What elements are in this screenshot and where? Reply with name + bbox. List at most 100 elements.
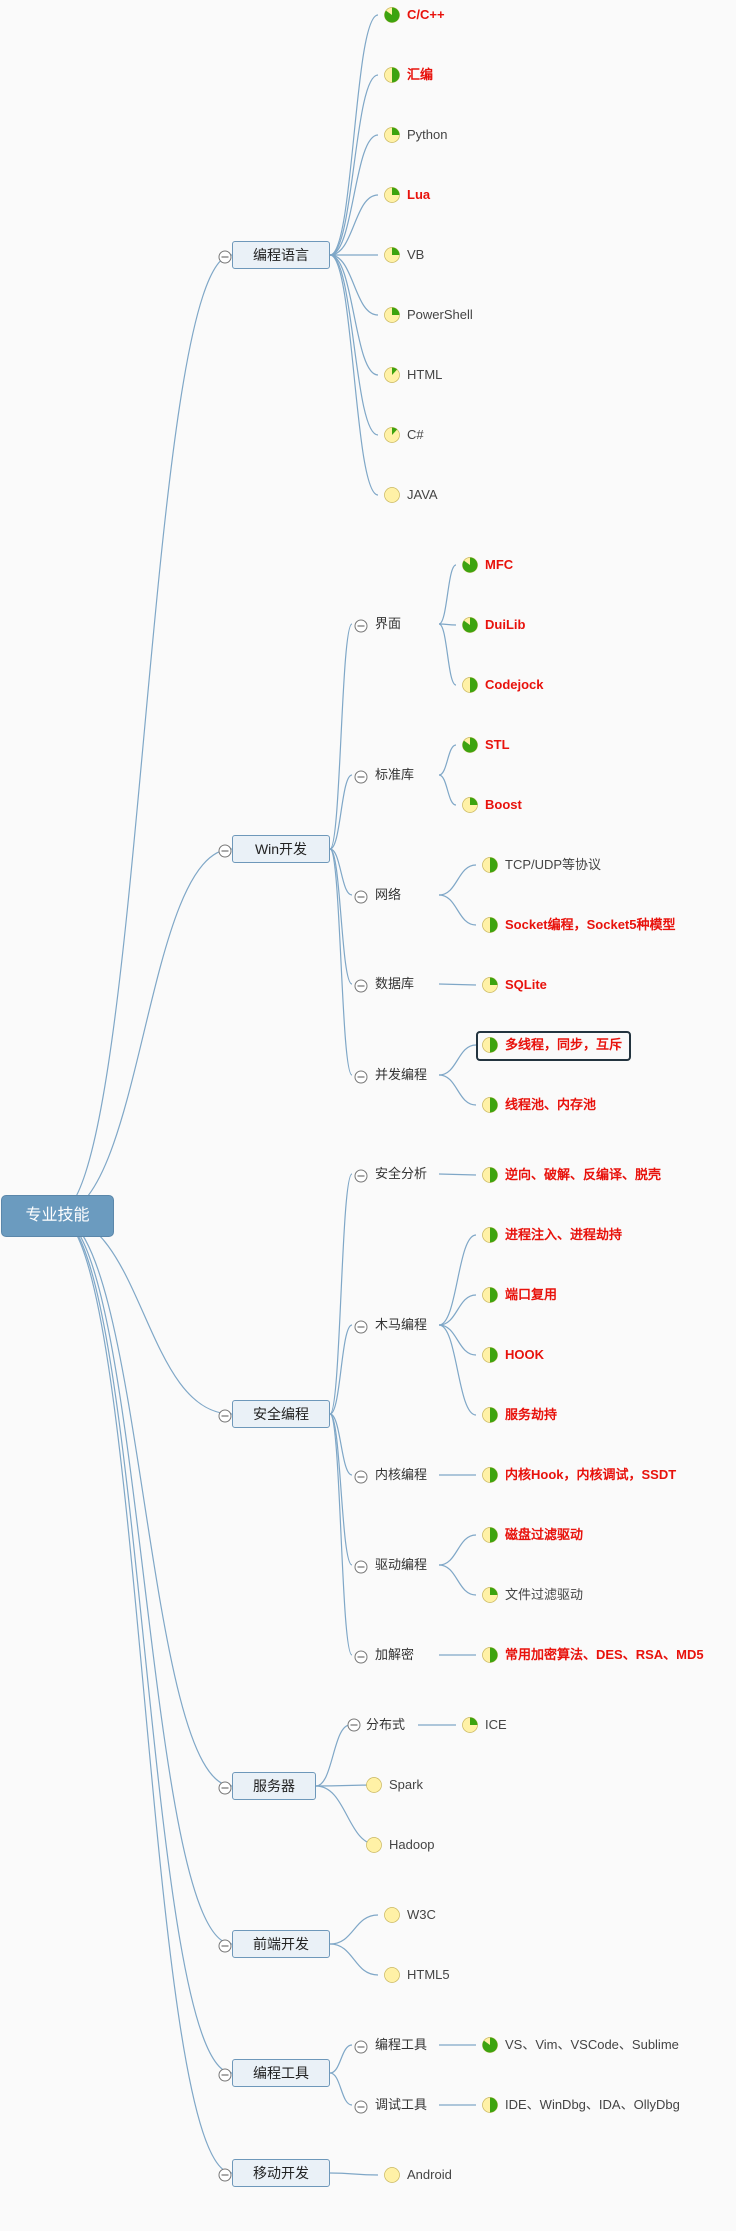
progress-pie-icon	[482, 2097, 498, 2113]
subtopic-node[interactable]: 数据库	[375, 976, 415, 991]
root-node[interactable]: 专业技能	[1, 1195, 114, 1237]
topic-leaf[interactable]: VB	[407, 247, 425, 262]
topic-leaf[interactable]: 端口复用	[505, 1287, 558, 1302]
collapse-toggle[interactable]	[354, 1169, 368, 1183]
progress-pie-icon	[384, 2167, 400, 2183]
progress-pie-icon	[384, 1967, 400, 1983]
collapse-toggle[interactable]	[354, 1650, 368, 1664]
collapse-toggle[interactable]	[354, 979, 368, 993]
topic-leaf[interactable]: SQLite	[505, 977, 547, 992]
topic-leaf[interactable]: PowerShell	[407, 307, 473, 322]
topic-leaf[interactable]: 服务劫持	[505, 1407, 558, 1422]
topic-leaf[interactable]: Hadoop	[389, 1837, 435, 1852]
progress-pie-icon	[384, 7, 400, 23]
topic-leaf[interactable]: Codejock	[485, 677, 544, 692]
collapse-toggle[interactable]	[354, 890, 368, 904]
collapse-toggle[interactable]	[218, 250, 232, 264]
topic-leaf[interactable]: 线程池、内存池	[505, 1097, 597, 1112]
progress-pie-icon	[462, 797, 478, 813]
progress-pie-icon	[384, 367, 400, 383]
topic-leaf[interactable]: ICE	[485, 1717, 507, 1732]
topic-leaf[interactable]: Lua	[407, 187, 431, 202]
topic-leaf[interactable]: 逆向、破解、反编译、脱壳	[505, 1167, 662, 1182]
collapse-toggle[interactable]	[218, 844, 232, 858]
topic-leaf[interactable]: 进程注入、进程劫持	[505, 1227, 623, 1242]
category-node[interactable]: 编程语言	[232, 241, 330, 269]
progress-pie-icon	[482, 1527, 498, 1543]
collapse-toggle[interactable]	[347, 1718, 361, 1732]
progress-pie-icon	[366, 1837, 382, 1853]
topic-leaf[interactable]: Spark	[389, 1777, 423, 1792]
collapse-toggle[interactable]	[218, 2068, 232, 2082]
subtopic-node[interactable]: 调试工具	[375, 2097, 428, 2112]
subtopic-node[interactable]: 驱动编程	[375, 1557, 428, 1572]
selected-topic-frame[interactable]	[476, 1031, 631, 1061]
progress-pie-icon	[384, 427, 400, 443]
progress-pie-icon	[482, 1097, 498, 1113]
topic-leaf[interactable]: IDE、WinDbg、IDA、OllyDbg	[505, 2097, 680, 2112]
collapse-toggle[interactable]	[354, 2040, 368, 2054]
topic-leaf[interactable]: HOOK	[505, 1347, 544, 1362]
topic-leaf[interactable]: 多线程，同步，互斥	[505, 1037, 623, 1052]
collapse-toggle[interactable]	[354, 1070, 368, 1084]
topic-leaf[interactable]: Python	[407, 127, 448, 142]
subtopic-node[interactable]: 编程工具	[375, 2037, 428, 2052]
topic-leaf[interactable]: JAVA	[407, 487, 438, 502]
progress-pie-icon	[482, 977, 498, 993]
progress-pie-icon	[384, 187, 400, 203]
topic-leaf[interactable]: STL	[485, 737, 510, 752]
topic-leaf[interactable]: 常用加密算法、DES、RSA、MD5	[505, 1647, 704, 1662]
topic-leaf[interactable]: W3C	[407, 1907, 436, 1922]
collapse-toggle[interactable]	[218, 1939, 232, 1953]
subtopic-node[interactable]: 木马编程	[375, 1317, 428, 1332]
category-node[interactable]: 编程工具	[232, 2059, 330, 2087]
topic-leaf[interactable]: 汇编	[407, 67, 434, 82]
progress-pie-icon	[482, 1037, 498, 1053]
subtopic-node[interactable]: 标准库	[375, 767, 415, 782]
progress-pie-icon	[482, 1227, 498, 1243]
subtopic-node[interactable]: 界面	[375, 616, 402, 631]
collapse-toggle[interactable]	[218, 1409, 232, 1423]
subtopic-node[interactable]: 并发编程	[375, 1067, 428, 1082]
topic-leaf[interactable]: DuiLib	[485, 617, 526, 632]
progress-pie-icon	[366, 1777, 382, 1793]
progress-pie-icon	[482, 2037, 498, 2053]
topic-leaf[interactable]: C#	[407, 427, 424, 442]
subtopic-node[interactable]: 安全分析	[375, 1166, 428, 1181]
subtopic-node[interactable]: 内核编程	[375, 1467, 428, 1482]
topic-leaf[interactable]: Boost	[485, 797, 522, 812]
topic-leaf[interactable]: C/C++	[407, 7, 445, 22]
category-node[interactable]: Win开发	[232, 835, 330, 863]
progress-pie-icon	[384, 67, 400, 83]
collapse-toggle[interactable]	[218, 1781, 232, 1795]
topic-leaf[interactable]: Socket编程，Socket5种模型	[505, 917, 676, 932]
topic-leaf[interactable]: TCP/UDP等协议	[505, 857, 602, 872]
progress-pie-icon	[384, 487, 400, 503]
topic-leaf[interactable]: Android	[407, 2167, 452, 2182]
topic-leaf[interactable]: 文件过滤驱动	[505, 1587, 584, 1602]
progress-pie-icon	[384, 127, 400, 143]
collapse-toggle[interactable]	[354, 770, 368, 784]
topic-leaf[interactable]: 内核Hook，内核调试，SSDT	[505, 1467, 677, 1482]
collapse-toggle[interactable]	[354, 1470, 368, 1484]
topic-leaf[interactable]: HTML	[407, 367, 443, 382]
collapse-toggle[interactable]	[354, 619, 368, 633]
topic-leaf[interactable]: 磁盘过滤驱动	[505, 1527, 584, 1542]
subtopic-node[interactable]: 分布式	[366, 1717, 406, 1732]
collapse-toggle[interactable]	[218, 2168, 232, 2182]
collapse-toggle[interactable]	[354, 2100, 368, 2114]
category-node[interactable]: 移动开发	[232, 2159, 330, 2187]
category-node[interactable]: 前端开发	[232, 1930, 330, 1958]
topic-leaf[interactable]: MFC	[485, 557, 514, 572]
category-node[interactable]: 安全编程	[232, 1400, 330, 1428]
progress-pie-icon	[482, 1647, 498, 1663]
collapse-toggle[interactable]	[354, 1560, 368, 1574]
topic-leaf[interactable]: VS、Vim、VSCode、Sublime	[505, 2037, 679, 2052]
subtopic-node[interactable]: 网络	[375, 887, 402, 902]
topic-leaf[interactable]: HTML5	[407, 1967, 450, 1982]
collapse-toggle[interactable]	[354, 1320, 368, 1334]
category-node[interactable]: 服务器	[232, 1772, 316, 1800]
subtopic-node[interactable]: 加解密	[375, 1647, 415, 1662]
